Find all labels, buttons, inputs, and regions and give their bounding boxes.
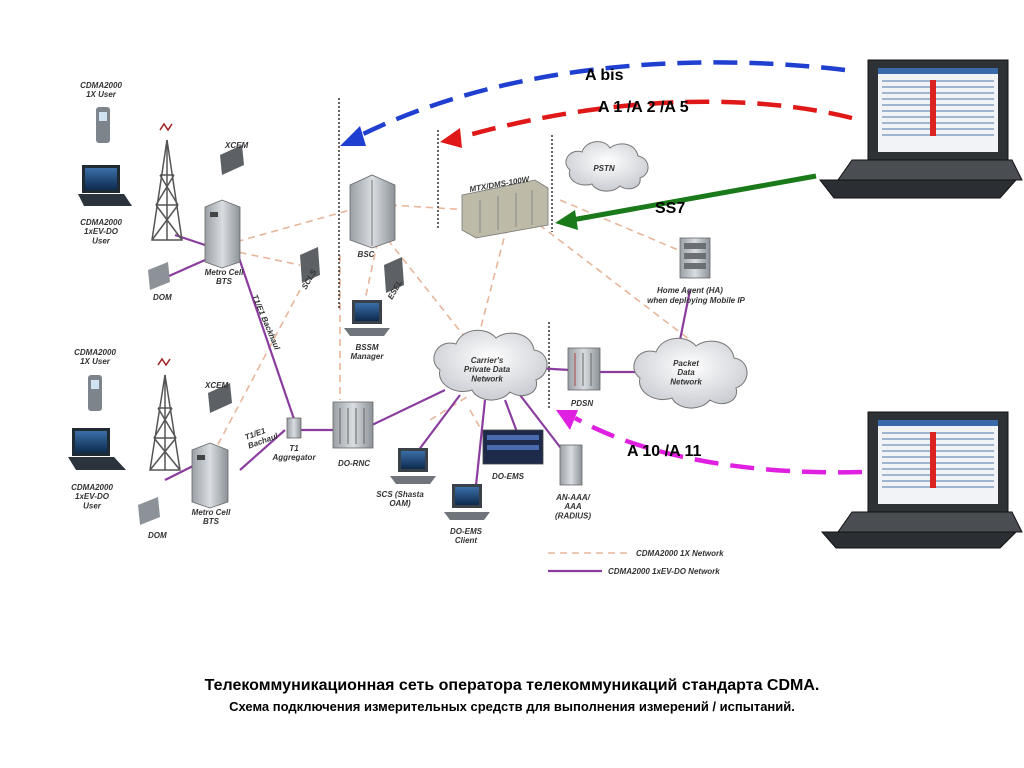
legend-1x: CDMA2000 1X Network (636, 549, 724, 558)
cell-tower-icon (149, 357, 181, 471)
pstn-label: PSTN (593, 164, 615, 173)
ss7-label: SS7 (655, 200, 685, 217)
dom-bottom: DOM (148, 531, 167, 540)
legend-evdo: CDMA2000 1xEV-DO Network (608, 567, 720, 576)
mobile-phone-icon (88, 375, 102, 411)
abis-label: A bis (585, 67, 624, 84)
xcem-top: XCEM (224, 141, 248, 150)
do-ems-client-icon (444, 484, 490, 520)
protocol-analyzer-bottom-icon (820, 411, 1023, 549)
packet-network-cloud-icon (633, 337, 748, 409)
bts-cabinet-icon (204, 199, 241, 269)
a1a2a5-arrow (440, 99, 853, 148)
backhaul-top: T1/E1 Backhaul (250, 293, 282, 352)
pstn-cloud-icon (565, 141, 649, 192)
protocol-analyzer-top-icon (818, 59, 1023, 199)
caption-title: Телекоммуникационная сеть оператора теле… (204, 677, 820, 694)
t1-aggregator-icon (286, 417, 302, 439)
xcem-bottom: XCEM (204, 381, 228, 390)
laptop-icon (68, 428, 126, 470)
caption-subtitle: Схема подключения измерительных средств … (229, 699, 795, 714)
ss7-arrow (555, 173, 817, 230)
abis-arrow (340, 60, 846, 146)
dom-module-icon (148, 262, 170, 290)
dom-module-icon (138, 497, 160, 525)
an-aaa-label: AN-AAA/AAA(RADIUS) (555, 493, 591, 520)
laptop-icon (78, 165, 132, 206)
scls-module-icon (300, 247, 320, 283)
xcem-card-icon (208, 383, 232, 413)
do-ems-label: DO-EMS (492, 472, 525, 481)
bts-cabinet-icon (191, 442, 229, 509)
mobile-phone-icon (96, 107, 110, 143)
do-rnc-label: DO-RNC (338, 459, 370, 468)
bsc-rack-icon (349, 174, 396, 249)
bsc-label: BSC (358, 250, 375, 259)
esel-module-icon (384, 257, 404, 293)
home-agent-note: when deploying Mobile IP (647, 296, 745, 305)
do-rnc-chassis-icon (332, 401, 374, 449)
scs-workstation-icon (390, 448, 436, 484)
a1011-label: A 10 /A 11 (627, 443, 702, 460)
mtx-switch-icon (461, 179, 549, 239)
separators (338, 98, 553, 410)
backhaul-bottom: T1/E1Bachaul (244, 423, 280, 451)
links-1x (214, 199, 691, 451)
cell-tower-icon (151, 122, 183, 241)
legend (548, 552, 628, 573)
a1a2a5-label: A 1 /A 2 /A 5 (598, 99, 689, 116)
pdsn-label: PDSN (571, 399, 593, 408)
home-agent-server-icon (679, 237, 711, 279)
home-agent-label: Home Agent (HA) (657, 286, 723, 295)
xcem-card-icon (220, 145, 244, 175)
bssm-workstation-icon (344, 300, 390, 336)
pdsn-chassis-icon (567, 347, 601, 391)
a1011-arrow (556, 410, 863, 475)
do-ems-server-icon (482, 429, 544, 465)
an-aaa-server-icon (559, 444, 583, 486)
dom-top: DOM (153, 293, 172, 302)
private-network-cloud-icon (433, 329, 548, 401)
